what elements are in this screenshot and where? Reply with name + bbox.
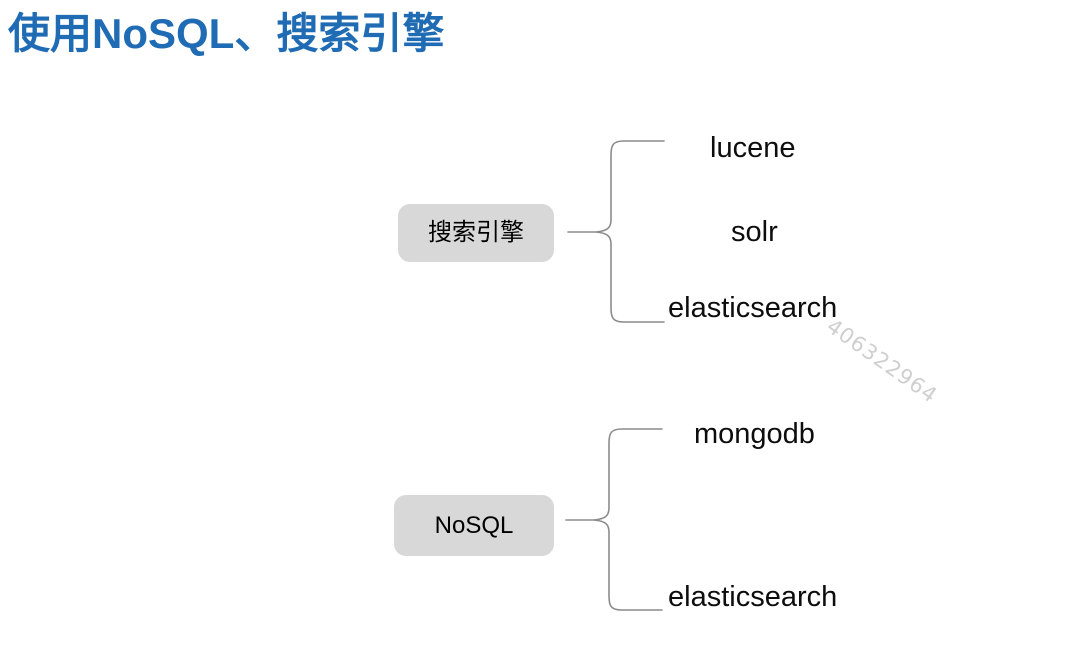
leaf-label-elasticsearch-top: elasticsearch: [668, 292, 838, 324]
node-box-nosql-label: NoSQL: [434, 511, 514, 539]
curly-brace-search-engine-icon: [567, 140, 665, 323]
node-box-search-engine[interactable]: 搜索引擎: [398, 204, 554, 262]
leaf-label-mongodb: mongodb: [694, 418, 815, 450]
node-box-search-engine-label: 搜索引擎: [428, 219, 524, 246]
node-box-nosql[interactable]: NoSQL: [394, 495, 554, 556]
leaf-label-lucene: lucene: [710, 132, 796, 164]
leaf-label-solr: solr: [731, 216, 778, 248]
leaf-label-elasticsearch-bottom: elasticsearch: [668, 581, 838, 613]
curly-brace-nosql-icon: [565, 428, 663, 611]
watermark-text: 406322964: [822, 314, 942, 408]
page-title: 使用NoSQL、搜索引擎: [8, 10, 445, 57]
